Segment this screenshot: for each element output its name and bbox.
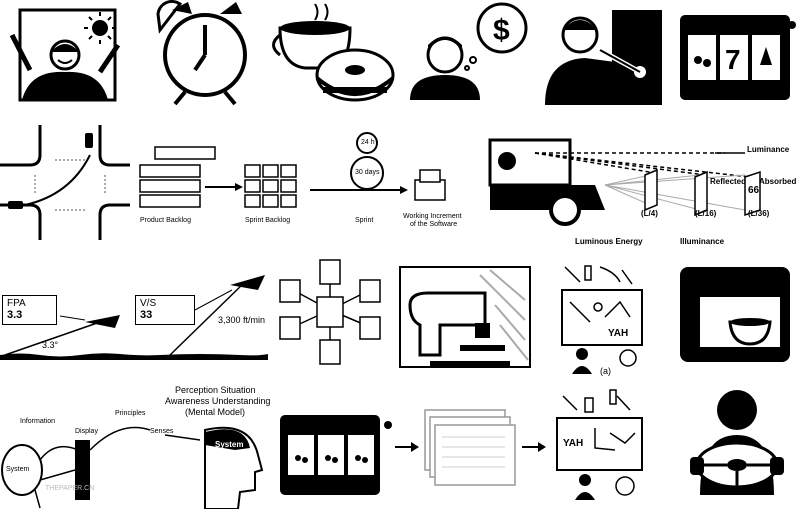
l4-label: (L/4)	[641, 209, 658, 218]
sprint-label: Sprint	[355, 217, 374, 224]
cycle-24h-label: 24 h	[361, 139, 375, 146]
caption-a: (a)	[600, 366, 611, 376]
waking-person-icon	[0, 0, 125, 110]
person-thinking-money-icon: $	[405, 0, 530, 110]
vs-value: 33	[140, 309, 153, 321]
mental-model-title-1: Perception Situation	[175, 385, 256, 395]
product-backlog-label: Product Backlog	[140, 217, 191, 224]
vs-display: V/S 33	[135, 295, 195, 325]
alarm-clock-icon	[150, 0, 260, 110]
l16-label: (L/16)	[695, 209, 717, 218]
machine-press-icon	[399, 265, 535, 370]
gambler-slot-icon	[540, 0, 665, 110]
mental-model-title-3: (Mental Model)	[185, 407, 246, 417]
cycle-30days-label: 30 days	[355, 169, 380, 176]
yah-label-2: YAH	[563, 438, 584, 449]
mental-model-diagram: Perception Situation Awareness Understan…	[0, 380, 275, 509]
slot-machine-icon: 7	[680, 5, 796, 105]
fpa-label: FPA	[7, 298, 26, 309]
documents-network-icon	[275, 255, 385, 370]
senses-label: Senses	[150, 428, 174, 435]
coffee-machine-icon	[680, 262, 795, 367]
luminous-energy-label: Luminous Energy	[575, 237, 643, 246]
plate-value: 66	[748, 185, 760, 196]
system-head-label: System	[215, 440, 244, 449]
working-increment-label: Working Increment	[403, 213, 462, 220]
flight-descent-diagram: FPA 3.3 V/S 33 3.3° 3,300 ft/min	[0, 260, 268, 370]
arrow-right-icon-2	[522, 440, 547, 455]
fpa-value: 3.3	[7, 309, 23, 321]
situation-awareness-b: YAH	[555, 388, 650, 506]
mental-model-title-2: Awareness Understanding	[165, 396, 271, 406]
agile-sprint-diagram: Product Backlog Sprint Backlog Sprint Wo…	[135, 125, 462, 240]
rate-label: 3,300 ft/min	[218, 315, 266, 325]
situation-awareness-a: YAH (a)	[560, 262, 650, 377]
angle-label: 3.3°	[42, 340, 59, 350]
driver-icon	[680, 385, 795, 500]
arrow-right-icon	[395, 440, 420, 455]
watermark: THEPAPER.CN	[45, 485, 95, 492]
yah-label: YAH	[608, 328, 629, 339]
illuminance-label: Illuminance	[680, 237, 725, 246]
luminance-diagram: Luminance Reflected Absorbed 66 (L/4) (L…	[485, 125, 800, 250]
information-label: Information	[20, 418, 56, 425]
slot-machine-2-icon	[270, 400, 395, 500]
dollar-sign: $	[493, 14, 510, 47]
absorbed-label: Absorbed	[759, 177, 797, 186]
slot-seven: 7	[725, 44, 741, 75]
working-increment-label-2: of the Software	[410, 221, 458, 228]
display-label: Display	[75, 428, 98, 435]
reflected-label: Reflected	[710, 177, 747, 186]
coffee-bagel-icon	[272, 0, 395, 110]
principles-label: Principles	[115, 410, 146, 417]
luminance-label: Luminance	[747, 145, 790, 154]
fpa-display: FPA 3.3	[2, 295, 57, 325]
vs-label: V/S	[140, 298, 157, 309]
l36-label: (L/36)	[748, 209, 770, 218]
document-stack-icon	[420, 405, 520, 500]
intersection-map-icon	[0, 125, 130, 240]
system-left-label: System	[6, 466, 30, 473]
sprint-backlog-label: Sprint Backlog	[245, 217, 291, 224]
